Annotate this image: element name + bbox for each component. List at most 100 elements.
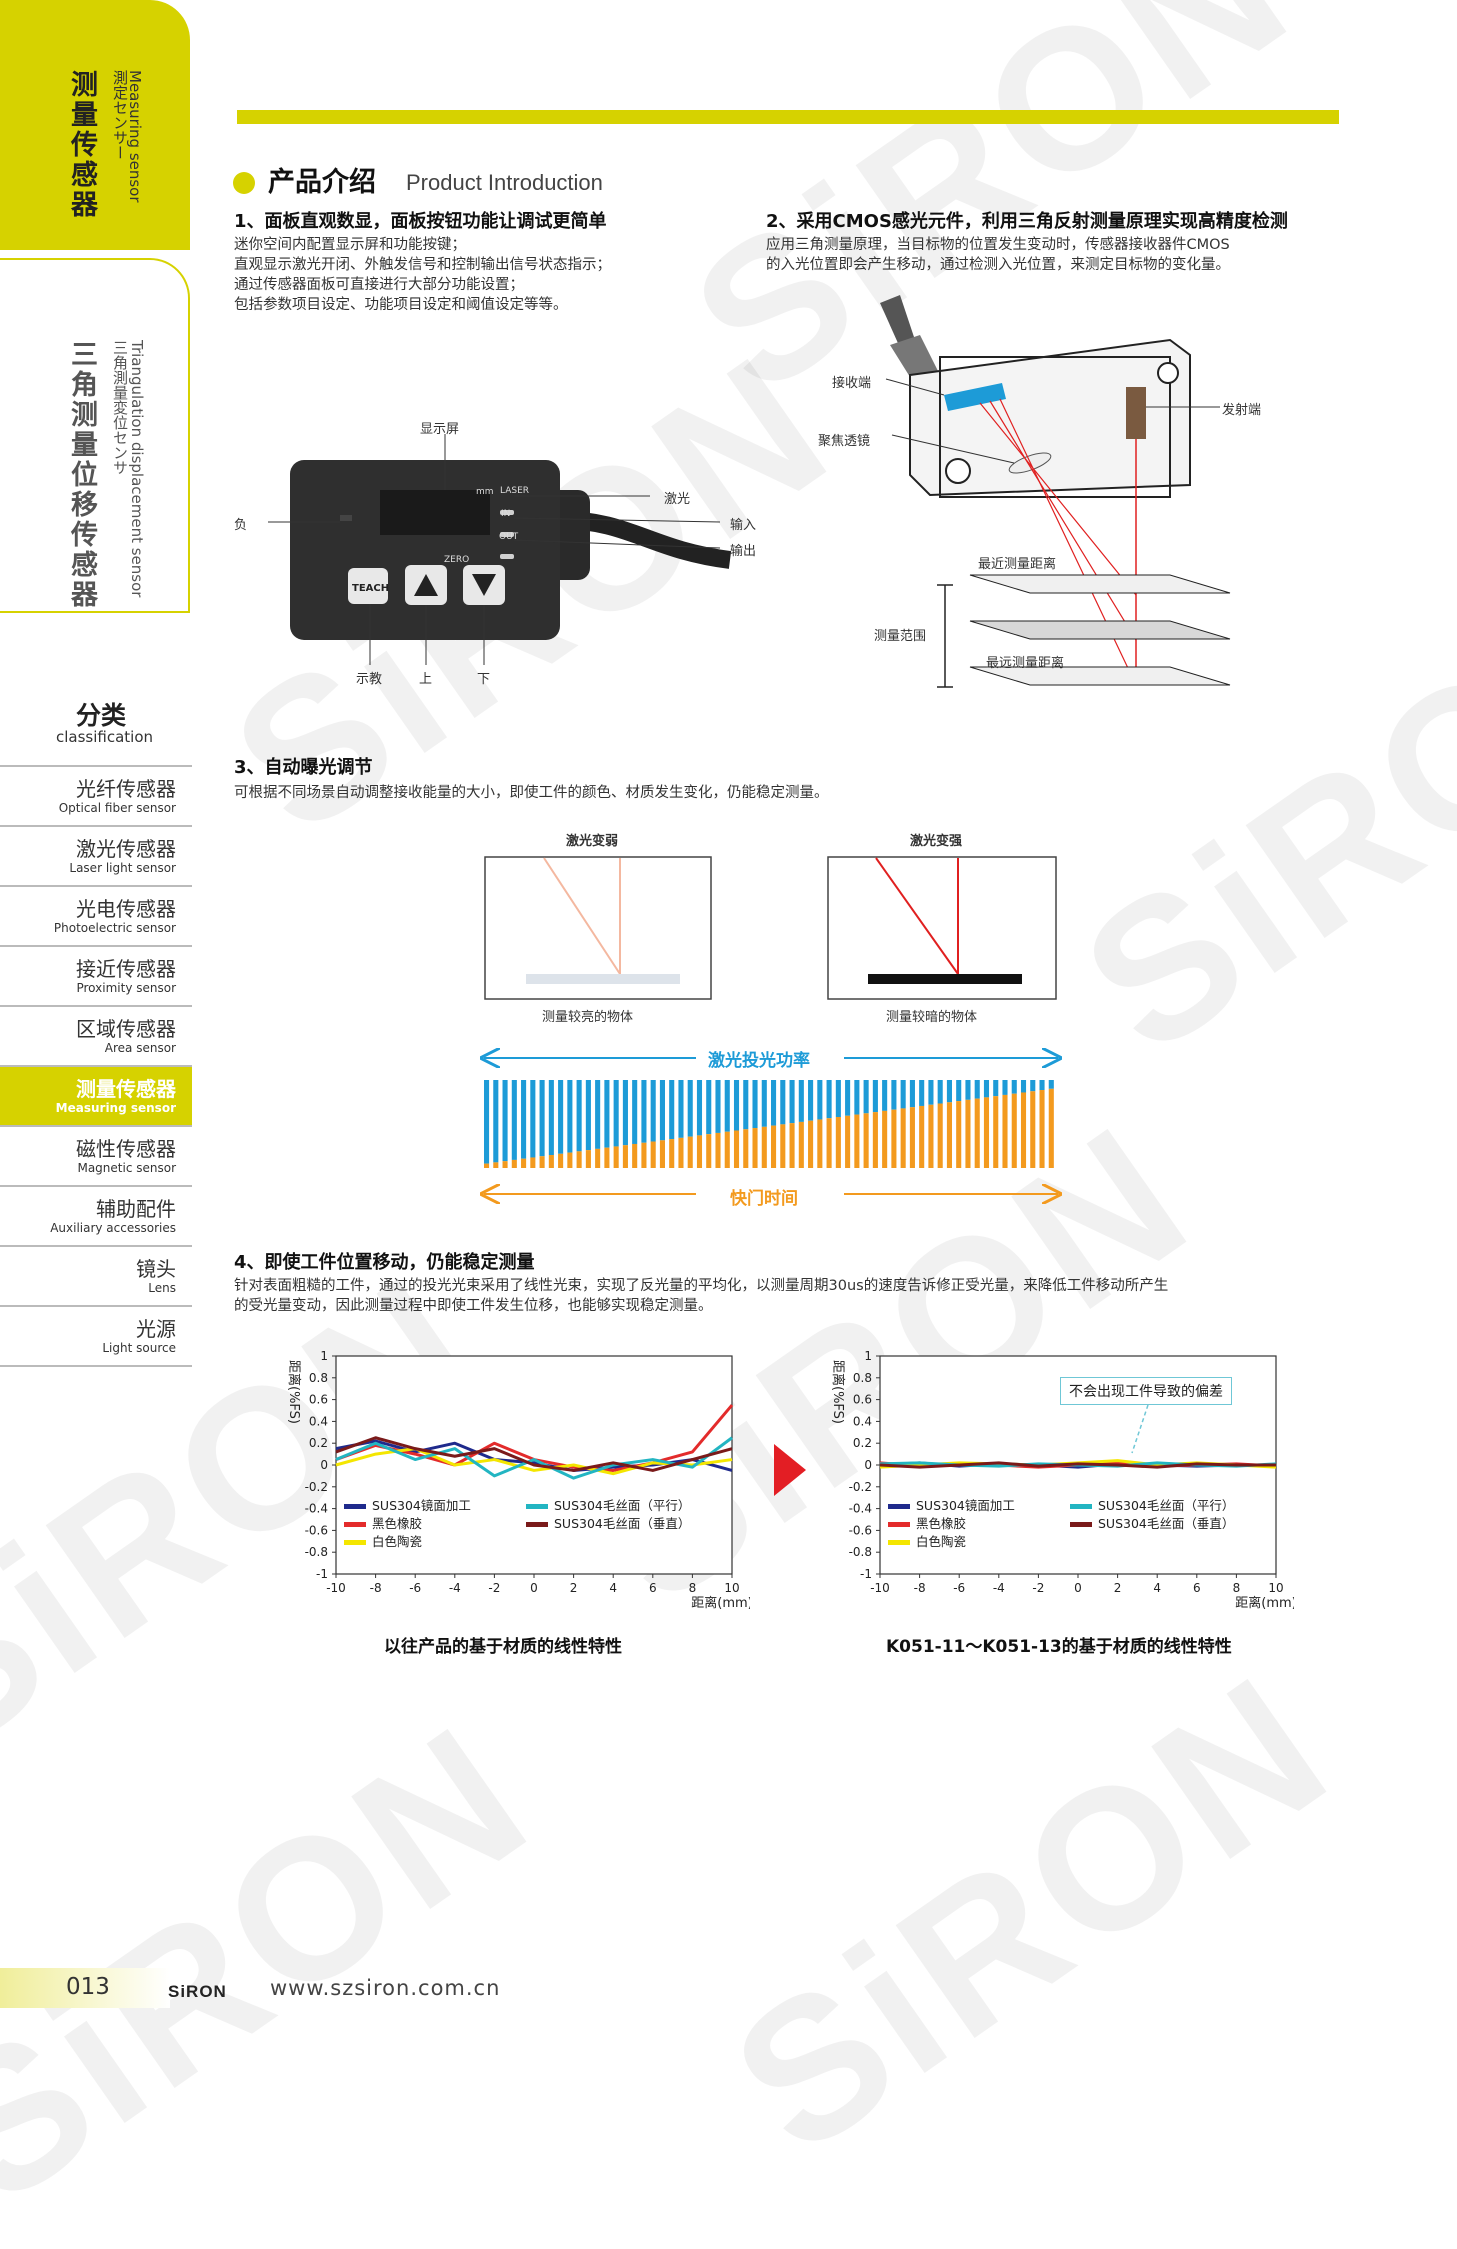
panel-mm-label: mm <box>476 487 494 497</box>
caption-left: 以往产品的基于材质的线性特性 <box>384 1637 622 1657</box>
legend-swatch <box>344 1522 366 1527</box>
shutter-bar <box>622 1145 628 1168</box>
legend-label: 白色陶瓷 <box>372 1534 422 1549</box>
triangulation-figure <box>880 295 1231 688</box>
power-bar <box>835 1080 841 1118</box>
sidebar-sub-jp: 三角測量変位センサ <box>111 340 129 475</box>
y-tick-label: 0.6 <box>309 1393 328 1407</box>
x-tick-label: 6 <box>649 1581 657 1595</box>
y-tick-label: 0.8 <box>853 1371 872 1385</box>
sidebar-category-en: Measuring sensor <box>126 70 144 203</box>
x-tick-label: -4 <box>449 1581 461 1595</box>
legend-label: SUS304毛丝面（垂直） <box>554 1516 690 1531</box>
sec2-line: 应用三角测量原理，当目标物的位置发生变动时，传感器接收器件CMOS <box>766 237 1230 253</box>
y-tick-label: 0 <box>320 1458 328 1472</box>
label-teach: 示教 <box>356 672 383 687</box>
y-tick-label: -1 <box>316 1567 328 1581</box>
label-laser-power: 激光投光功率 <box>708 1051 810 1071</box>
y-tick-label: 0.4 <box>309 1414 328 1428</box>
shutter-bar <box>919 1105 925 1168</box>
power-bar <box>780 1080 786 1125</box>
label-output: 输出 <box>730 544 757 559</box>
power-bar <box>752 1080 758 1129</box>
footer-page-band <box>0 1968 170 2008</box>
power-bar <box>919 1080 925 1106</box>
shutter-bar <box>493 1162 499 1168</box>
shutter-bar <box>567 1152 573 1168</box>
power-bar <box>576 1080 582 1152</box>
sec1-line: 通过传感器面板可直接进行大部分功能设置； <box>234 277 524 293</box>
shutter-bar <box>1011 1093 1017 1168</box>
legend-label: SUS304镜面加工 <box>916 1498 1015 1513</box>
y-tick-label: -0.8 <box>305 1545 328 1559</box>
teach-button[interactable] <box>348 568 388 604</box>
shutter-bar <box>983 1097 990 1168</box>
power-bar <box>548 1080 554 1156</box>
x-tick-label: -10 <box>326 1581 346 1595</box>
y-tick-label: -1 <box>860 1567 872 1581</box>
power-bar <box>521 1080 527 1159</box>
legend-label: 白色陶瓷 <box>916 1534 966 1549</box>
x-tick-label: -4 <box>993 1581 1005 1595</box>
shutter-bar <box>826 1118 832 1168</box>
legend-label: 黑色橡胶 <box>916 1516 966 1531</box>
power-bar <box>863 1080 869 1114</box>
sec2-line: 的入光位置即会产生移动，通过检测入光位置，来测定目标物的变化量。 <box>766 257 1230 273</box>
sec1-line: 包括参数项目设定、功能项目设定和阈值设定等等。 <box>234 297 568 313</box>
label-nearest: 最近测量距离 <box>978 557 1057 572</box>
power-bar <box>928 1080 934 1105</box>
shutter-bar <box>530 1157 536 1168</box>
sidebar-sub-cn: 三角测量位移传感器 <box>66 340 97 610</box>
shutter-bar <box>632 1143 638 1168</box>
power-bar <box>530 1080 536 1158</box>
legend-label: SUS304镜面加工 <box>372 1498 471 1513</box>
power-bar <box>687 1080 693 1137</box>
y-tick-label: 0.2 <box>853 1436 872 1450</box>
power-bar <box>872 1080 878 1113</box>
footer-brand-logo: SiRON <box>168 1982 227 2001</box>
power-bar <box>808 1080 814 1121</box>
legend-swatch <box>1070 1504 1092 1509</box>
label-range: 测量范围 <box>874 629 927 644</box>
x-tick-label: 8 <box>689 1581 697 1595</box>
x-tick-label: -10 <box>870 1581 890 1595</box>
power-bar <box>595 1080 601 1149</box>
x-tick-label: 10 <box>1268 1581 1283 1595</box>
label-down: 下 <box>477 672 491 687</box>
y-tick-label: -0.4 <box>305 1502 328 1516</box>
sec4-title: 4、即使工件位置移动，仍能稳定测量 <box>234 1252 535 1273</box>
note-leader <box>1131 1405 1149 1454</box>
power-bar <box>1030 1080 1036 1092</box>
x-tick-label: -8 <box>914 1581 926 1595</box>
power-bar <box>743 1080 749 1130</box>
power-bar <box>817 1080 823 1120</box>
power-bar <box>604 1080 610 1148</box>
shutter-bar <box>882 1110 888 1168</box>
title-bullet-icon <box>233 172 255 194</box>
sidebar-subcategory-tab <box>0 258 190 613</box>
label-shutter-time: 快门时间 <box>730 1189 798 1209</box>
page-number: 013 <box>66 1974 110 2000</box>
sec3-title: 3、自动曝光调节 <box>234 757 373 778</box>
shutter-bar <box>715 1132 721 1168</box>
down-arrow-icon <box>472 574 496 596</box>
x-tick-label: -6 <box>953 1581 965 1595</box>
sec2-title: 2、采用CMOS感光元件，利用三角反射测量原理实现高精度检测 <box>766 211 1288 232</box>
panel-out-label: OUT <box>499 532 519 542</box>
shutter-bar <box>789 1123 795 1168</box>
legend-label: SUS304毛丝面（垂直） <box>1098 1516 1234 1531</box>
y-tick-label: 0.6 <box>853 1393 872 1407</box>
power-bar <box>974 1080 980 1099</box>
footer-url[interactable]: www.szsiron.com.cn <box>270 1976 501 2000</box>
sidebar-sub-en: Triangulation displacement sensor <box>128 340 146 598</box>
